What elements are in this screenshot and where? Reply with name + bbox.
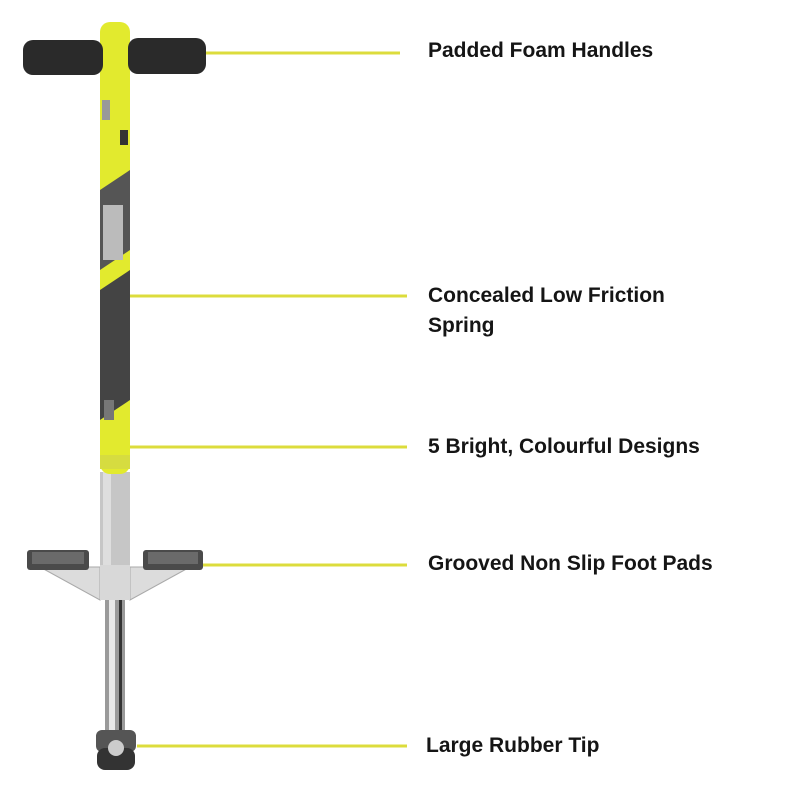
feature-label-tip: Large Rubber Tip bbox=[426, 734, 600, 757]
lower-rod bbox=[105, 595, 125, 735]
foam-handles bbox=[23, 38, 206, 75]
yellow-shaft bbox=[100, 22, 130, 474]
feature-label-spring: Concealed Low Friction Spring bbox=[428, 284, 665, 337]
foot-pads bbox=[27, 550, 203, 601]
feature-label-handles: Padded Foam Handles bbox=[428, 39, 654, 62]
rubber-tip bbox=[96, 730, 136, 770]
feature-label-footpads: Grooved Non Slip Foot Pads bbox=[428, 552, 713, 575]
feature-label-designs: 5 Bright, Colourful Designs bbox=[428, 435, 700, 458]
lower-tube bbox=[100, 472, 130, 600]
